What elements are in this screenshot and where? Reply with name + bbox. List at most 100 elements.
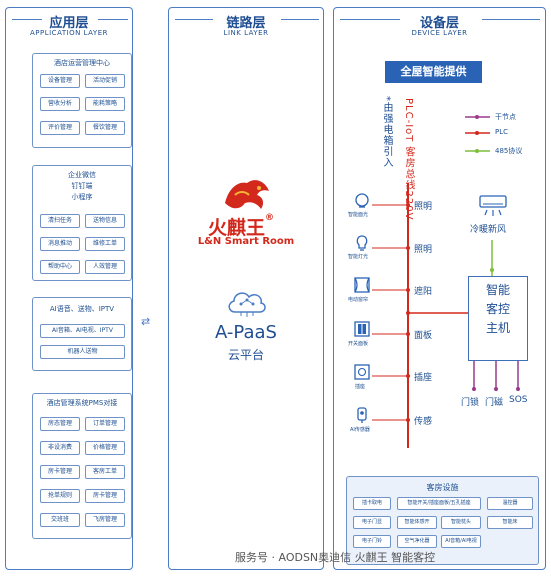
facility-item[interactable]: 智能床 [487, 516, 533, 529]
brand-name: 火麒王® [159, 213, 323, 240]
module-button[interactable]: 餐饮管理 [85, 121, 125, 135]
device-label-lighting: 照明 [414, 245, 433, 255]
door-sensor-label: 门磁 [485, 398, 504, 408]
app-layer-subtitle: APPLICATION LAYER [29, 29, 108, 37]
module-button[interactable]: 非设消费 [40, 441, 80, 455]
hub-label-line: 智能 [485, 283, 510, 297]
module-button[interactable]: 维修工单 [85, 237, 125, 251]
group-title: 企业微信 钉钉端 小程序 [68, 171, 96, 201]
hub-label-line: 客控 [485, 302, 510, 316]
device-label-sensor: 传感 [414, 417, 433, 427]
device-icon-name: 插座 [355, 384, 366, 390]
socket-icon [354, 364, 370, 380]
module-button[interactable]: 机器人送物 [40, 345, 125, 359]
sos-label: SOS [509, 395, 528, 405]
electric-curtain-icon [354, 277, 370, 293]
module-button[interactable]: 送物信息 [85, 214, 125, 228]
guest-room-facilities: 客房设施 插卡取电 智能开关/插座面板/五孔插座 温控器 电子门显 智能体感开 … [346, 476, 539, 565]
facility-item[interactable]: 温控器 [487, 497, 533, 510]
facilities-title: 客房设施 [426, 483, 459, 492]
ai-voice-group: AI语音、送物、IPTV AI音箱、AI电视、IPTV 机器人送物 [32, 297, 132, 371]
legend-485: 485协议 [495, 147, 523, 155]
cloud-network-icon [228, 292, 266, 317]
title-rule-left [175, 19, 213, 20]
device-icon-name: 开关面板 [348, 341, 369, 347]
facility-item[interactable]: AI音箱/AI电视 [441, 535, 481, 548]
module-button[interactable]: 消息推动 [40, 237, 80, 251]
group-title: AI语音、送物、IPTV [49, 305, 115, 313]
watermark: 服务号 · AODSN奥迪信 火麒王 智能客控 [235, 551, 436, 564]
device-layer-title: 设备层 [419, 16, 459, 31]
device-layer: 设备层 DEVICE LAYER 全屋智能提供 PLC-IoT 客房总线220V… [333, 7, 546, 570]
title-rule-left [12, 19, 42, 20]
facility-item[interactable]: 空气净化器 [397, 535, 437, 548]
cloud-platform-label: 云平台 [227, 348, 264, 362]
hvac-label: 冷暖新风 [470, 225, 507, 235]
module-button[interactable]: 客房工单 [85, 465, 125, 479]
module-button[interactable]: 设备管理 [40, 74, 80, 88]
module-button[interactable]: 房卡管理 [40, 465, 80, 479]
wecom-dingtalk-group: 企业微信 钉钉端 小程序 清扫任务 送物信息 消息推动 维修工单 帮助中心 人效… [32, 165, 132, 281]
module-button[interactable]: 房态管理 [40, 417, 80, 431]
module-button[interactable]: 人效管理 [85, 260, 125, 274]
ai-sensor-icon [357, 407, 367, 423]
air-conditioner-icon [479, 195, 507, 216]
module-button[interactable]: 订单管理 [85, 417, 125, 431]
brand-name-text: 火麒王 [207, 217, 265, 239]
bidirectional-arrow-icon: ⇄ [141, 315, 151, 328]
group-title: 酒店管理系统PMS对接 [46, 399, 118, 407]
device-layer-subtitle: DEVICE LAYER [411, 29, 468, 37]
facility-item[interactable]: 插卡取电 [353, 497, 391, 510]
plc-bus-text: PLC-IoT 客房总线220V [403, 98, 414, 221]
legend-plc: PLC [495, 128, 509, 136]
device-icon-name: 智能灯光 [348, 254, 369, 260]
facility-item[interactable]: 电子门显 [353, 516, 391, 529]
module-button[interactable]: 活动促销 [85, 74, 125, 88]
module-button[interactable]: 抢单规则 [40, 489, 80, 503]
switch-panel-icon [354, 321, 370, 337]
link-layer: 链路层 LINK LAYER 火麒王® L&N Smart Room A-Paa… [168, 7, 324, 570]
title-rule-right [98, 19, 128, 20]
wiring-diagram [372, 115, 520, 448]
device-label-panel: 面板 [414, 331, 433, 341]
title-rule-left [340, 19, 400, 20]
title-rule-right [482, 19, 540, 20]
facility-item[interactable]: 智能体感开 [397, 516, 437, 529]
legend-dry-contact: 干节点 [495, 113, 516, 121]
paas-name: A-PaaS [215, 322, 277, 343]
module-button[interactable]: 房卡管理 [85, 489, 125, 503]
group-title: 酒店运营管理中心 [54, 59, 110, 67]
smart-room-control-host: 智能 客控 主机 [468, 276, 528, 361]
facility-item[interactable]: 电子门铃 [353, 535, 391, 548]
link-layer-subtitle: LINK LAYER [223, 29, 269, 37]
title-rule-right [281, 19, 319, 20]
module-button[interactable]: 能耗策略 [85, 97, 125, 111]
pms-integration-group: 酒店管理系统PMS对接 房态管理 订单管理 非设消费 价格管理 房卡管理 客房工… [32, 393, 132, 539]
app-layer-title: 应用层 [49, 16, 89, 31]
module-button[interactable]: 评价管理 [40, 121, 80, 135]
device-label-shading: 遮阳 [414, 287, 433, 297]
application-layer: 应用层 APPLICATION LAYER 酒店运营管理中心 设备管理 活动促销… [5, 7, 133, 570]
module-button[interactable]: 营收分析 [40, 97, 80, 111]
dragon-logo-icon [225, 180, 269, 209]
smart-light-panel-icon [355, 193, 369, 208]
whole-house-smart-header: 全屋智能提供 [385, 61, 482, 83]
module-button[interactable]: 帮助中心 [40, 260, 80, 274]
facility-item[interactable]: 智能枕头 [441, 516, 481, 529]
device-icon-name: 智能面光 [348, 212, 369, 218]
module-button[interactable]: 清扫任务 [40, 214, 80, 228]
module-button[interactable]: AI音箱、AI电视、IPTV [40, 324, 125, 338]
device-icon-name: 电动窗帘 [348, 297, 369, 303]
hotel-ops-center-group: 酒店运营管理中心 设备管理 活动促销 营收分析 能耗策略 评价管理 餐饮管理 [32, 53, 132, 148]
facility-item[interactable]: 智能开关/插座面板/五孔插座 [397, 497, 481, 510]
device-icon-name: AI传感器 [350, 427, 370, 433]
brand-english: L&N Smart Room [197, 236, 295, 247]
device-label-lighting: 照明 [414, 202, 433, 212]
device-label-socket: 插座 [414, 373, 433, 383]
module-button[interactable]: 交班班 [40, 513, 80, 527]
module-button[interactable]: 飞房管理 [85, 513, 125, 527]
module-button[interactable]: 价格管理 [85, 441, 125, 455]
hub-label-line: 主机 [485, 321, 510, 335]
power-source-text: *由强电箱引入 [381, 96, 392, 168]
door-lock-label: 门锁 [461, 398, 480, 408]
